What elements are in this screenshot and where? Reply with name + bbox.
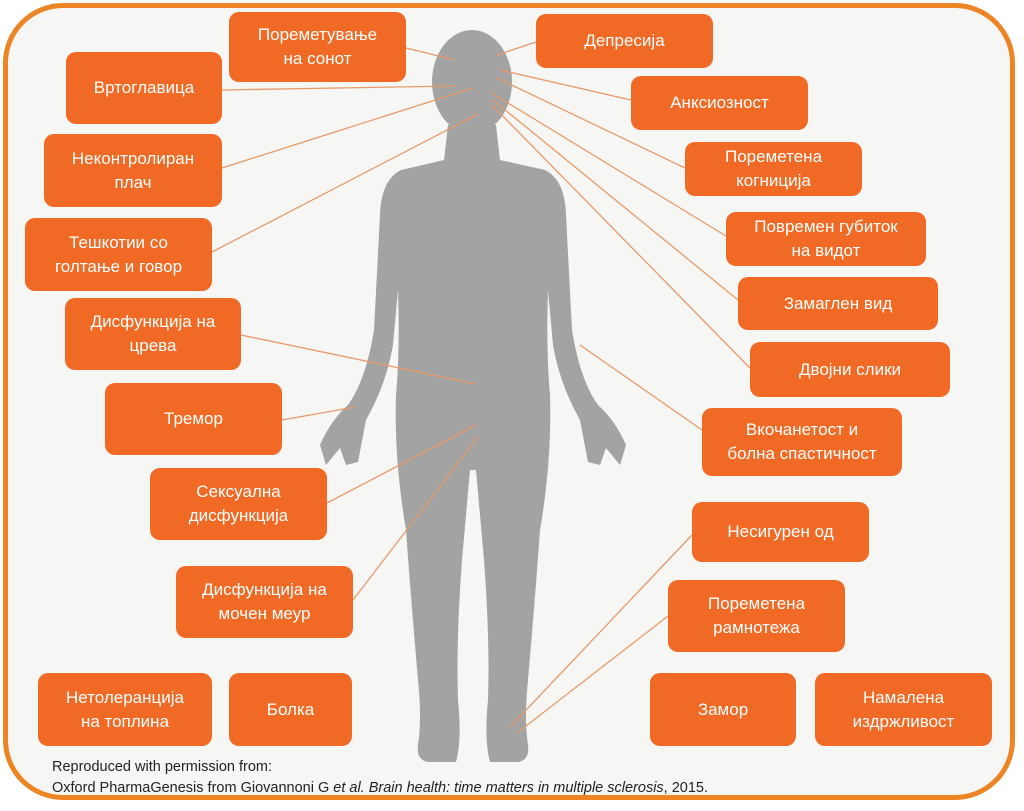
symptom-spasticity: Вкочанетост и болна спастичност — [702, 408, 902, 476]
label: Депресија — [584, 31, 665, 50]
symptom-uncontrolled-crying: Неконтролиран плач — [44, 134, 222, 207]
label: Дисфункција на — [90, 312, 216, 331]
label: Неконтролиран — [71, 148, 195, 168]
label: Несигурен од — [727, 522, 834, 541]
label: дисфункција — [188, 506, 289, 525]
label: Замор — [697, 699, 749, 719]
symptom-anxiety: Анксиозност — [631, 76, 808, 130]
label: Нетолеранција — [66, 687, 184, 707]
symptom-bowel-dysfunction: Дисфункција на црева — [65, 298, 241, 370]
label: Анксиозност — [670, 93, 769, 112]
label: Пореметена — [707, 594, 806, 613]
label: Двојни слики — [798, 359, 902, 379]
symptom-cognition: Пореметена когниција — [685, 142, 862, 196]
label: мочен меур — [218, 604, 311, 623]
symptom-vertigo: Вртоглавица — [66, 52, 222, 124]
symptom-tremor: Тремор — [105, 383, 282, 455]
symptom-swallowing-speech: Тешкотии со голтање и говор — [25, 218, 212, 291]
label: Тремор — [164, 409, 223, 428]
label: Замаглен вид — [783, 293, 893, 313]
label: на видот — [791, 241, 861, 260]
symptom-fatigue: Замор — [650, 673, 796, 746]
label: голтање и говор — [54, 256, 183, 276]
symptom-blurred-vision: Замаглен вид — [738, 277, 938, 330]
symptom-endurance: Намалена издржливост — [815, 673, 992, 746]
credit-line-2: Oxford PharmaGenesis from Giovannoni G e… — [52, 778, 708, 799]
credit-text: Reproduced with permission from: Oxford … — [52, 757, 708, 799]
symptom-double-vision: Двојни слики — [750, 342, 950, 397]
symptom-depression: Депресија — [536, 14, 713, 68]
symptom-unsteady: Несигурен од — [692, 502, 869, 562]
label: плач — [114, 172, 152, 192]
label: Пореметена — [724, 147, 823, 166]
credit-year: , 2015. — [663, 780, 709, 796]
label: на сонот — [283, 49, 352, 68]
label: црева — [129, 336, 177, 355]
label: Намалена — [862, 687, 945, 707]
credit-source: Oxford PharmaGenesis from Giovannoni G — [52, 780, 334, 796]
symptom-sleep-disturbance: Пореметување на сонот — [229, 12, 406, 82]
symptom-bladder-dysfunction: Дисфункција на мочен меур — [176, 566, 353, 638]
label: Болка — [266, 699, 315, 719]
label: Тешкотии со — [69, 232, 168, 252]
label: Вкочанетост и — [745, 420, 859, 439]
label: издржливост — [852, 711, 955, 731]
credit-line-1: Reproduced with permission from: — [52, 759, 273, 775]
symptom-balance: Пореметена рамнотежа — [668, 580, 845, 652]
connector-lines — [211, 41, 751, 734]
label: Вртоглавица — [93, 78, 195, 97]
symptom-sexual-dysfunction: Сексуална дисфункција — [150, 468, 327, 540]
label: на топлина — [80, 711, 170, 731]
symptom-heat-intolerance: Нетолеранција на топлина — [38, 673, 212, 746]
symptom-pain: Болка — [229, 673, 352, 746]
credit-title: et al. Brain health: time matters in mul… — [333, 780, 664, 796]
label: Дисфункција на — [202, 580, 327, 599]
label: рамнотежа — [713, 618, 800, 637]
label: когниција — [736, 171, 811, 190]
label: Повремен губиток — [754, 217, 898, 236]
label: Сексуална — [196, 482, 281, 501]
symptom-vision-loss: Повремен губиток на видот — [726, 212, 926, 266]
label: болна спастичност — [727, 444, 877, 463]
label: Пореметување — [257, 25, 378, 44]
